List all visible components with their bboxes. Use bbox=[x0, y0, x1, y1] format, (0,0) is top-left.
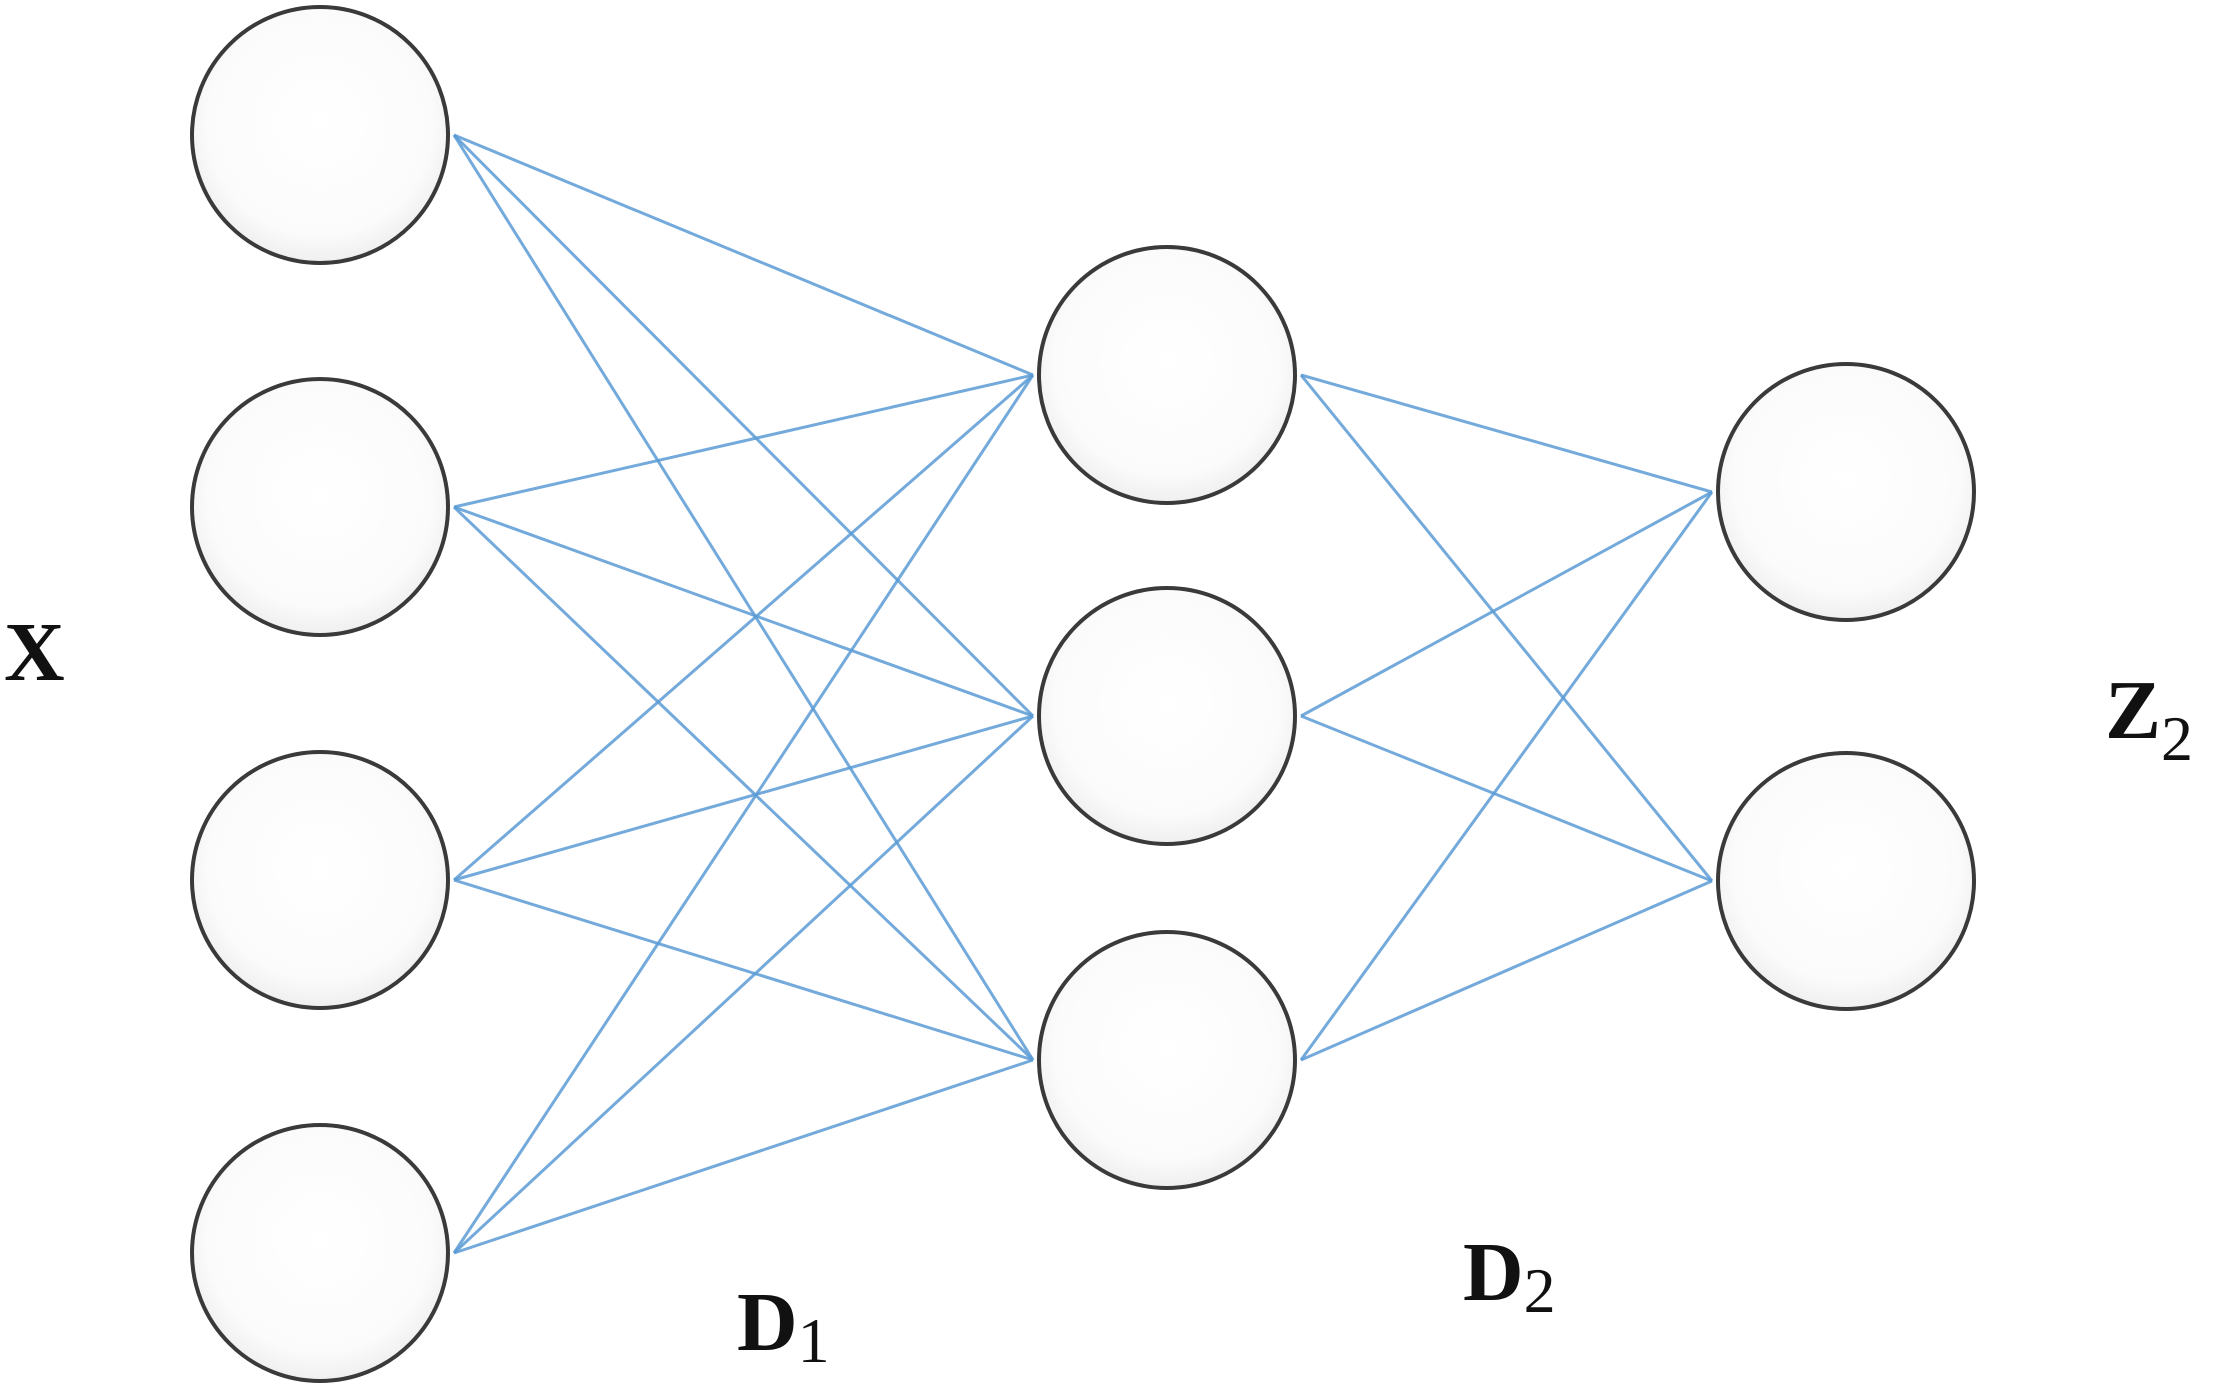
input-node-2 bbox=[190, 377, 450, 637]
edge-d1-2-2 bbox=[453, 505, 1034, 718]
weights1-label-sub: 1 bbox=[798, 1305, 830, 1376]
weights2-label-main: D bbox=[1463, 1226, 1524, 1319]
edge-d1-3-1 bbox=[453, 373, 1034, 882]
nodes bbox=[190, 5, 1976, 1383]
edge-d1-2-3 bbox=[452, 505, 1035, 1062]
output-node-2 bbox=[1716, 751, 1976, 1011]
edge-d1-4-1 bbox=[452, 374, 1035, 1254]
edge-d2-2-1 bbox=[1300, 490, 1713, 718]
edge-d2-3-1 bbox=[1299, 491, 1714, 1061]
edge-d1-3-2 bbox=[453, 714, 1034, 882]
output-label-main: Z bbox=[2105, 664, 2161, 757]
edge-d2-1-2 bbox=[1299, 374, 1714, 882]
output-node-1 bbox=[1716, 362, 1976, 622]
edge-d1-2-1 bbox=[453, 373, 1034, 509]
edge-d1-4-2 bbox=[452, 714, 1035, 1255]
edge-d2-3-2 bbox=[1300, 879, 1713, 1062]
edge-d2-1-1 bbox=[1300, 373, 1713, 494]
output-label-z2: Z2 bbox=[2105, 664, 2193, 774]
hidden-node-3 bbox=[1037, 930, 1297, 1190]
edge-d1-1-2 bbox=[452, 133, 1035, 718]
input-label-x: X bbox=[4, 606, 65, 699]
input-node-3 bbox=[190, 750, 450, 1010]
input-node-1 bbox=[190, 5, 450, 265]
hidden-node-2 bbox=[1037, 586, 1297, 846]
weights1-label-main: D bbox=[737, 1276, 798, 1369]
weights2-label-sub: 2 bbox=[1524, 1255, 1556, 1326]
edge-d1-1-3 bbox=[452, 134, 1035, 1061]
hidden-node-1 bbox=[1037, 245, 1297, 505]
input-node-4 bbox=[190, 1123, 450, 1383]
edge-d2-2-2 bbox=[1300, 714, 1713, 883]
edges-d2 bbox=[1299, 373, 1714, 1062]
edges-d1 bbox=[452, 133, 1035, 1255]
weights2-label: D2 bbox=[1463, 1226, 1556, 1326]
output-label-sub: 2 bbox=[2161, 703, 2193, 774]
weights1-label: D1 bbox=[737, 1276, 830, 1376]
edge-d1-1-1 bbox=[453, 133, 1034, 377]
edge-d1-4-3 bbox=[453, 1058, 1034, 1255]
edge-d1-3-3 bbox=[453, 878, 1034, 1062]
